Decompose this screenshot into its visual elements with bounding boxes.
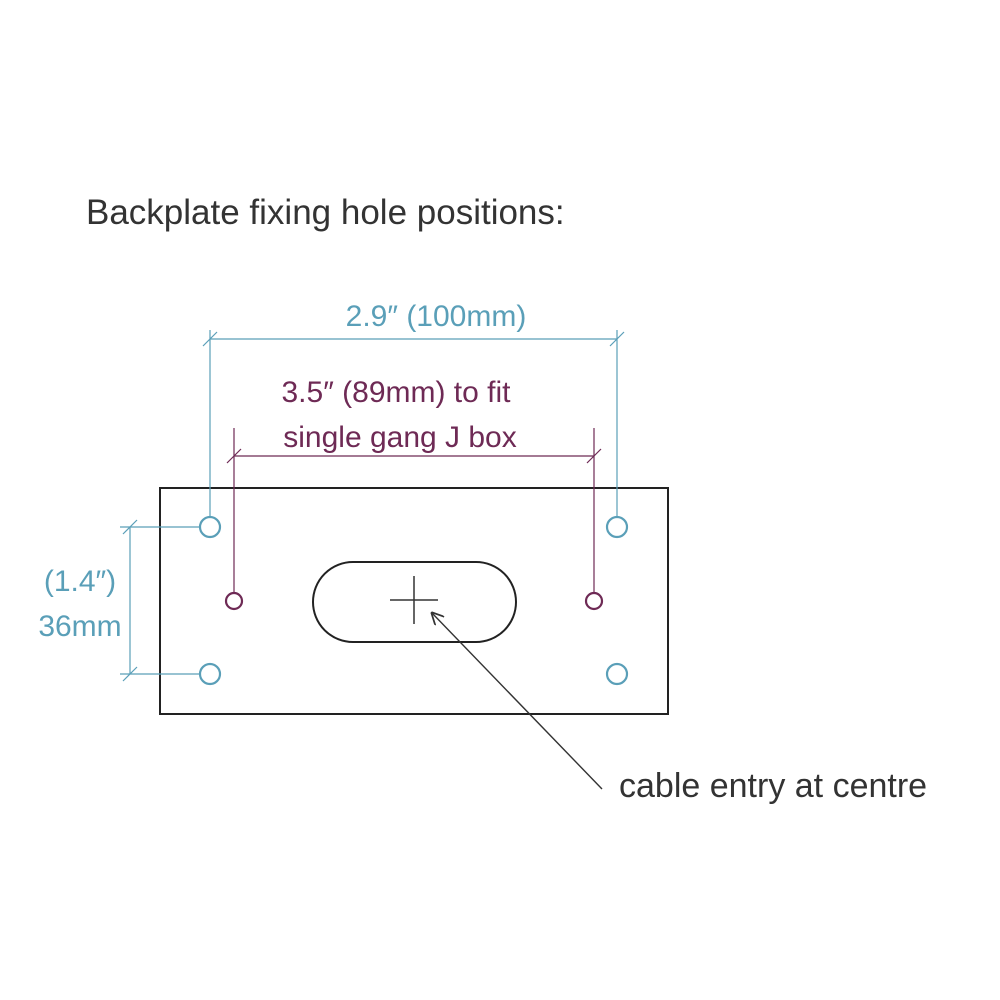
cable-entry-arrow xyxy=(432,613,603,790)
vertical-spacing-inches: (1.4″) xyxy=(44,565,116,598)
fixing-hole-top-right xyxy=(605,515,629,539)
fixing-hole-bottom-left xyxy=(198,662,222,686)
outer-width-label: 2.9″ (100mm) xyxy=(346,300,527,333)
inner-width-label-line2: single gang J box xyxy=(283,421,517,454)
fixing-hole-bottom-right xyxy=(605,662,629,686)
jbox-hole-left xyxy=(224,591,244,611)
inner-width-label-line1: 3.5″ (89mm) to fit xyxy=(281,376,511,409)
inner-width-dimension xyxy=(226,428,602,593)
vertical-spacing-dimension xyxy=(120,519,200,682)
diagram-title: Backplate fixing hole positions: xyxy=(86,193,565,232)
cable-entry-slot xyxy=(312,561,517,643)
outer-width-dimension xyxy=(202,330,625,517)
jbox-hole-right xyxy=(584,591,604,611)
backplate-outline xyxy=(159,487,669,715)
cable-entry-label: cable entry at centre xyxy=(619,767,927,805)
vertical-spacing-mm: 36mm xyxy=(38,610,121,643)
centre-cross-mark xyxy=(390,576,438,624)
fixing-hole-top-left xyxy=(198,515,222,539)
